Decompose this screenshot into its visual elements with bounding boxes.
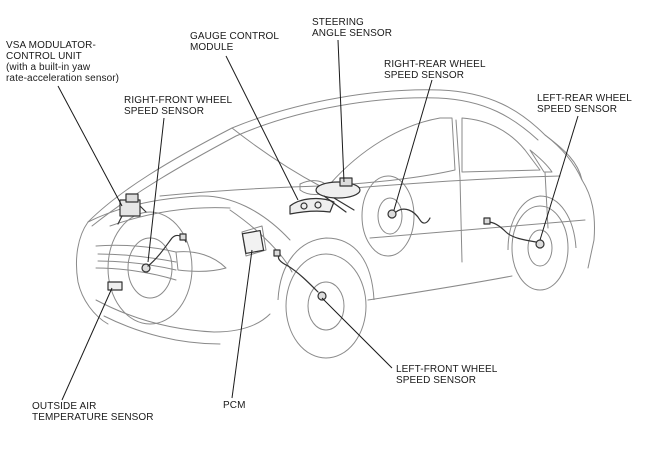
label-line: RIGHT-FRONT WHEEL [124,95,233,106]
trunk-line [544,134,583,181]
bumper-lower [103,315,221,345]
label-line: VSA MODULATOR- [6,40,96,51]
label-line: MODULE [190,42,234,53]
leader-left-rear-wheel [539,115,579,241]
right-rear-wheel-tire [361,175,415,257]
right-rear-speed-sensor [387,208,431,224]
pcm-unit [241,229,265,255]
label-line: PCM [223,400,246,411]
leader-pcm [231,249,253,399]
body-side-crease [369,219,586,239]
label-left-front-wheel-speed-sensor: LEFT-FRONT WHEEL SPEED SENSOR [396,364,497,386]
outside-air-temperature-sensor [107,281,123,291]
components [107,177,545,301]
rear-door-window [461,117,541,173]
right-front-speed-sensor [141,233,187,273]
right-front-wheel-tire [107,211,193,325]
steering-column [315,177,361,213]
front-door-window [329,117,456,187]
right-front-wheel-rim [127,237,173,299]
leader-lines [57,39,579,401]
rear-end [581,179,595,269]
rear-quarter-window [529,149,553,173]
grille-bottom [95,267,177,281]
hood [87,195,291,241]
label-line: rate-acceleration sensor) [6,73,120,84]
label-line: OUTSIDE AIR [32,401,97,412]
left-front-wheel-tire [285,253,367,359]
grille-slat-1 [97,253,177,263]
label-line: SPEED SENSOR [396,375,477,386]
gauge-control-module [289,197,335,215]
leader-vsa-modulator [57,85,123,207]
leader-left-front-wheel [321,297,393,369]
left-rear-speed-sensor [483,217,545,249]
left-front-wheel-arch [277,237,375,301]
front-bumper [95,299,271,333]
label-line: RIGHT-REAR WHEEL [384,59,486,70]
headlight [175,251,227,272]
label-right-rear-wheel-speed-sensor: RIGHT-REAR WHEEL SPEED SENSOR [384,59,486,81]
windshield-base [159,185,321,197]
label-outside-air-temperature-sensor: OUTSIDE AIR TEMPERATURE SENSOR [32,401,154,423]
label-line: CONTROL UNIT [6,51,82,62]
leader-steering-angle [337,39,345,183]
left-rear-wheel-rim [527,229,553,267]
leader-right-rear-wheel [393,79,433,211]
label-line: GAUGE CONTROL [190,31,280,42]
label-line: STEERING [312,17,364,28]
label-line: ANGLE SENSOR [312,28,393,39]
front-door-line [455,119,463,263]
label-left-rear-wheel-speed-sensor: LEFT-REAR WHEEL SPEED SENSOR [537,93,632,115]
front-fascia [75,221,109,325]
leader-gauge-control [225,55,299,201]
label-gauge-control-module: GAUGE CONTROL MODULE [190,31,279,53]
rocker-panel [367,275,513,301]
label-line: SPEED SENSOR [124,106,205,117]
leader-right-front-wheel [147,117,165,263]
label-line: LEFT-REAR WHEEL [537,93,632,104]
wheels [107,175,577,359]
label-line: TEMPERATURE SENSOR [32,412,154,423]
label-line: LEFT-FRONT WHEEL [396,364,498,375]
left-front-wheel-rim [307,281,345,331]
roofline-inner [91,97,539,227]
rear-door-edge [544,171,549,229]
label-vsa-modulator-control-unit: VSA MODULATOR- CONTROL UNIT (with a buil… [6,40,119,84]
grille-slat-2 [97,260,177,271]
label-steering-angle-sensor: STEERING ANGLE SENSOR [312,17,392,39]
label-line: SPEED SENSOR [384,70,465,81]
label-line: (with a built-in yaw [6,62,91,73]
leader-outside-air [61,287,113,401]
label-pcm: PCM [223,400,246,411]
vsa-modulator-unit [117,193,147,225]
left-rear-wheel-tire [511,205,569,291]
right-rear-wheel-rim [377,197,403,235]
label-right-front-wheel-speed-sensor: RIGHT-FRONT WHEEL SPEED SENSOR [124,95,232,117]
left-front-speed-sensor [273,249,327,301]
label-line: SPEED SENSOR [537,104,618,115]
hood-crease [109,207,231,227]
left-rear-wheel-arch [507,195,577,251]
car-body [75,89,595,345]
